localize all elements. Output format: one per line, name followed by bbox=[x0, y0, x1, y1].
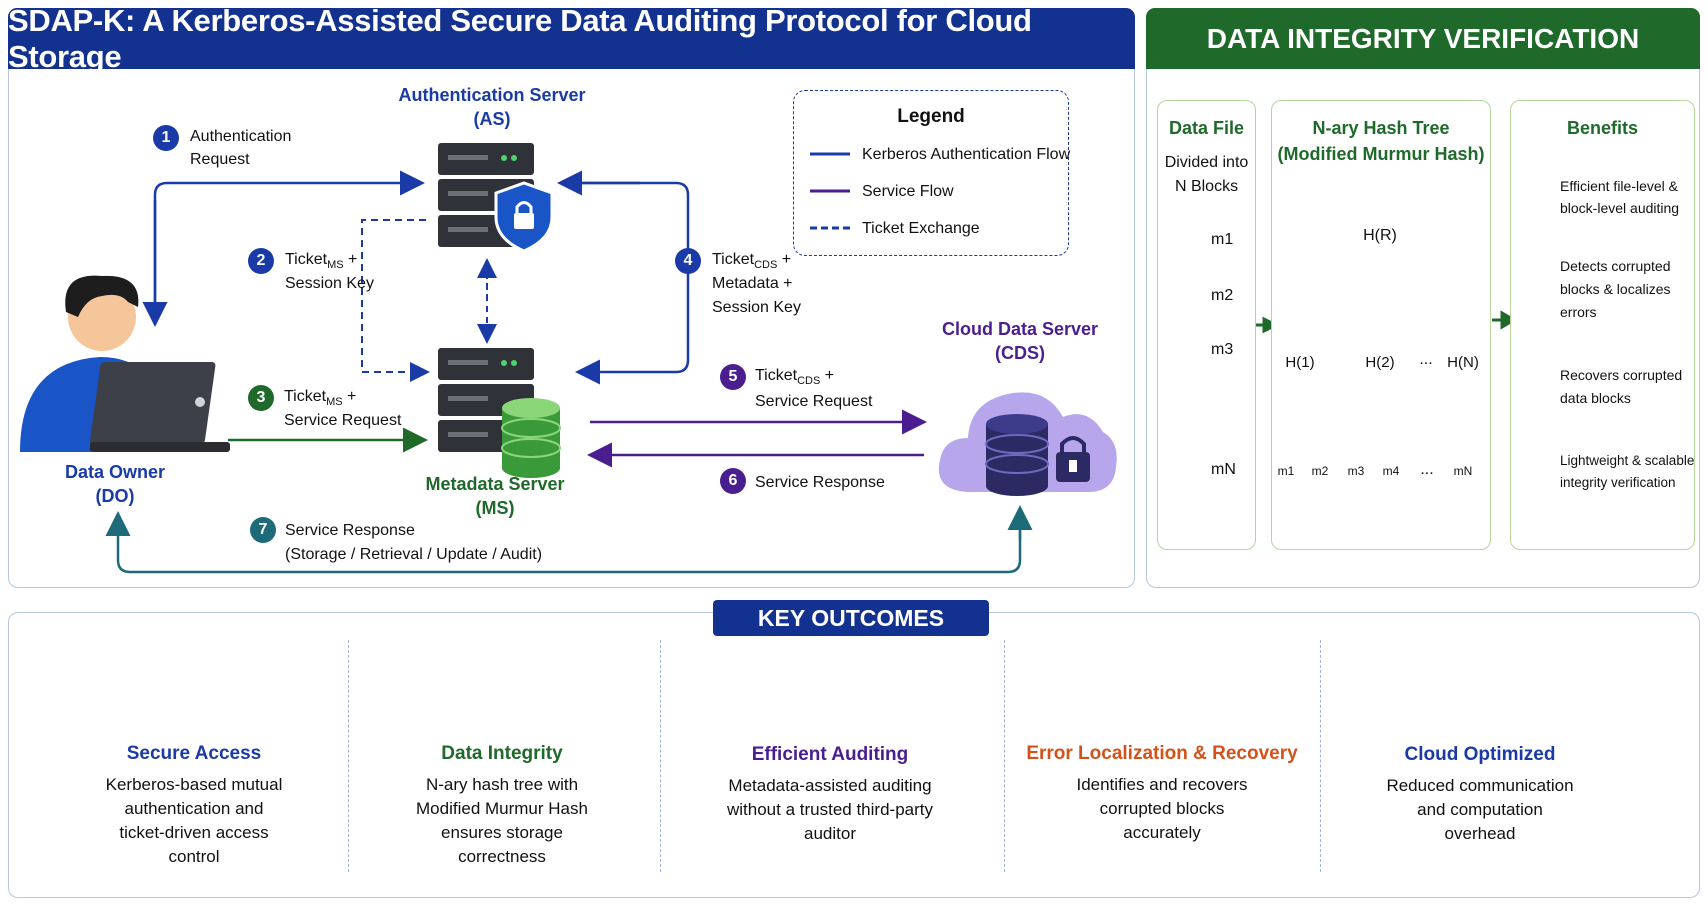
leaf-m4: m4 bbox=[1382, 464, 1400, 478]
shield-lock-icon bbox=[494, 181, 554, 253]
tree-node-n: H(N) bbox=[1447, 354, 1479, 371]
step-4-line3: Session Key bbox=[712, 299, 801, 316]
integrity-title: DATA INTEGRITY VERIFICATION bbox=[1146, 8, 1700, 69]
step-6-line1: Service Response bbox=[755, 474, 885, 491]
as-label-2: (AS) bbox=[473, 109, 511, 129]
benefit-2-l1: Detects corrupted bbox=[1560, 258, 1671, 274]
outcome-divider bbox=[1004, 640, 1005, 872]
benefit-4-l2: integrity verification bbox=[1560, 475, 1676, 490]
step-3-line1: TicketMS + bbox=[284, 388, 357, 409]
benefit-4-l1: Lightweight & scalable bbox=[1560, 453, 1695, 468]
outcome-error-title: Error Localization & Recovery bbox=[1026, 743, 1298, 764]
step-4-line1: TicketCDS + bbox=[712, 251, 792, 272]
ms-label-1: Metadata Server bbox=[425, 474, 565, 494]
cloud-database-icon bbox=[938, 392, 1117, 496]
benefits-column bbox=[1510, 100, 1695, 550]
data-file-column bbox=[1157, 100, 1256, 550]
step-3-line2: Service Request bbox=[284, 412, 402, 429]
step-4-badge: 4 bbox=[675, 248, 701, 274]
benefit-2-l2: blocks & localizes bbox=[1560, 281, 1671, 297]
tree-dots: ... bbox=[1419, 351, 1433, 368]
block-m2: m2 bbox=[1211, 287, 1234, 304]
outcome-auditing-title: Efficient Auditing bbox=[751, 744, 909, 765]
legend-swatches bbox=[810, 152, 850, 230]
ms-label-2: (MS) bbox=[475, 498, 515, 518]
data-file-desc2: N Blocks bbox=[1174, 178, 1239, 195]
data-file-title: Data File bbox=[1168, 118, 1245, 138]
step-2-line2: Session Key bbox=[285, 275, 374, 292]
outcomes-title: KEY OUTCOMES bbox=[713, 600, 989, 636]
leaf-mN: mN bbox=[1453, 464, 1473, 478]
step-2-line1: TicketMS + bbox=[285, 251, 358, 272]
benefit-2-l3: errors bbox=[1560, 304, 1597, 320]
legend-item-ticket: Ticket Exchange bbox=[862, 220, 980, 237]
cds-label-2: (CDS) bbox=[995, 343, 1045, 363]
step-5-line1: TicketCDS + bbox=[755, 367, 835, 388]
data-file-desc1: Divided into bbox=[1164, 154, 1249, 171]
block-m3: m3 bbox=[1211, 341, 1234, 358]
legend-box bbox=[793, 90, 1069, 256]
flow-arrow-1 bbox=[1254, 316, 1280, 334]
arrow-final-response bbox=[105, 511, 1022, 574]
outcome-secure-access-title: Secure Access bbox=[126, 743, 262, 764]
benefits-title: Benefits bbox=[1566, 118, 1638, 138]
legend-item-kerberos: Kerberos Authentication Flow bbox=[862, 146, 1071, 163]
hash-tree-column bbox=[1271, 100, 1491, 550]
benefit-3-l2: data blocks bbox=[1560, 390, 1631, 406]
outcome-cloud-title: Cloud Optimized bbox=[1404, 744, 1556, 765]
step-1-line1: Authentication bbox=[190, 128, 292, 145]
hash-tree-title-1: N-ary Hash Tree bbox=[1312, 118, 1450, 138]
tree-node-2: H(2) bbox=[1365, 354, 1395, 371]
page-title: SDAP-K: A Kerberos-Assisted Secure Data … bbox=[8, 3, 1135, 74]
legend-title: Legend bbox=[897, 106, 965, 127]
benefit-1-l2: block-level auditing bbox=[1560, 200, 1680, 216]
tree-root-label: H(R) bbox=[1363, 227, 1397, 244]
step-7-line2: (Storage / Retrieval / Update / Audit) bbox=[285, 546, 543, 563]
arrow-ticket-ms bbox=[361, 219, 430, 382]
hash-tree-title-2: (Modified Murmur Hash) bbox=[1277, 144, 1485, 164]
step-2-badge: 2 bbox=[248, 248, 274, 274]
step-6-badge: 6 bbox=[720, 468, 746, 494]
leaf-m1: m1 bbox=[1277, 464, 1295, 478]
step-4-line2: Metadata + bbox=[712, 275, 793, 292]
database-icon bbox=[501, 398, 561, 478]
step-3-badge: 3 bbox=[248, 385, 274, 411]
block-m1: m1 bbox=[1211, 231, 1234, 248]
block-mN: mN bbox=[1211, 461, 1236, 478]
do-label-2: (DO) bbox=[95, 486, 135, 506]
outcome-divider bbox=[1320, 640, 1321, 872]
outcome-divider bbox=[348, 640, 349, 872]
cds-label-1: Cloud Data Server bbox=[941, 319, 1099, 339]
step-7-badge: 7 bbox=[250, 517, 276, 543]
outcomes-panel bbox=[8, 612, 1700, 898]
step-1-line2: Request bbox=[190, 151, 250, 168]
arrow-auth-request bbox=[153, 170, 425, 322]
step-1-badge: 1 bbox=[153, 125, 179, 151]
protocol-panel bbox=[8, 8, 1135, 588]
data-owner-icon bbox=[20, 275, 230, 452]
leaf-dots: ... bbox=[1420, 461, 1434, 478]
benefit-1-l1: Efficient file-level & bbox=[1560, 178, 1679, 194]
arrow-ticket-cds bbox=[560, 181, 690, 385]
tree-node-1: H(1) bbox=[1285, 354, 1315, 371]
outcome-data-integrity-title: Data Integrity bbox=[441, 743, 563, 764]
leaf-m2: m2 bbox=[1311, 464, 1329, 478]
do-label-1: Data Owner bbox=[64, 462, 166, 482]
legend-item-service: Service Flow bbox=[862, 183, 954, 200]
flow-arrow-2 bbox=[1492, 310, 1517, 330]
benefit-3-l1: Recovers corrupted bbox=[1560, 367, 1683, 383]
as-label-1: Authentication Server bbox=[398, 85, 586, 105]
step-5-line2: Service Request bbox=[755, 393, 873, 410]
step-5-badge: 5 bbox=[720, 364, 746, 390]
step-7-line1: Service Response bbox=[285, 522, 415, 539]
outcome-divider bbox=[660, 640, 661, 872]
leaf-m3: m3 bbox=[1347, 464, 1365, 478]
